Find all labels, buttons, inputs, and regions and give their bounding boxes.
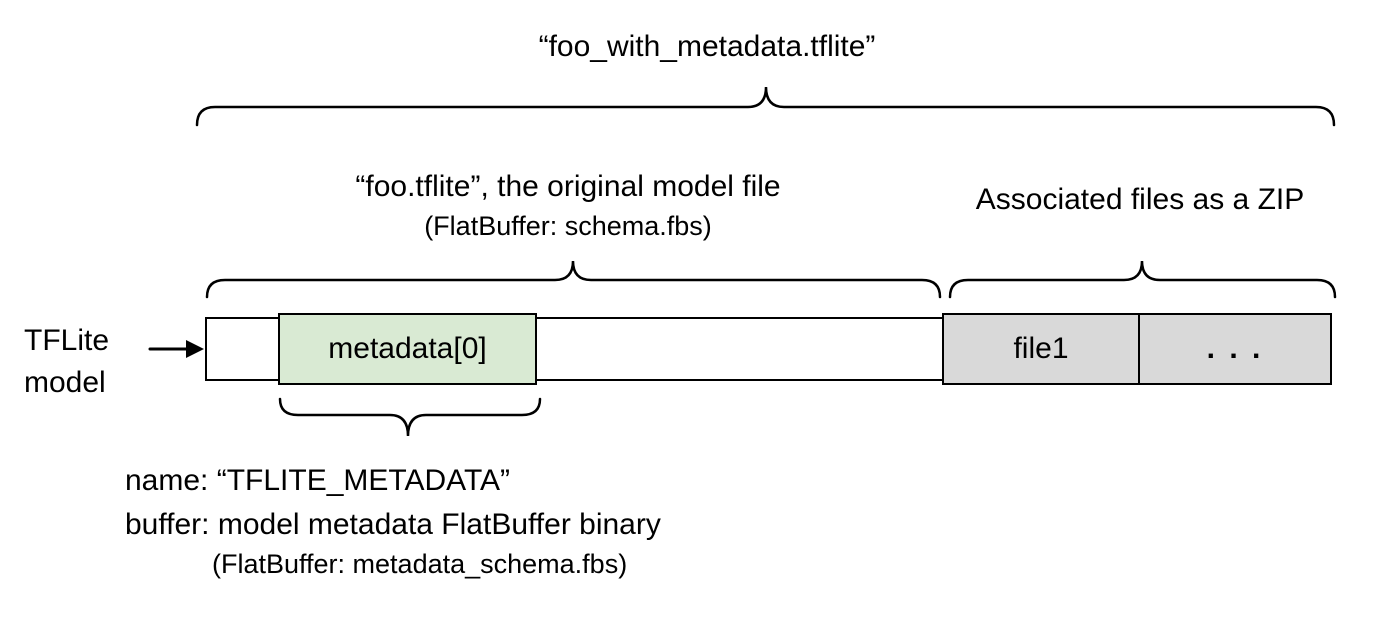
metadata-annotation-name: name: “TFLITE_METADATA” <box>125 464 511 497</box>
bar-segment-more-files: . . . <box>1138 315 1330 383</box>
tflite-model-label: TFLite model <box>24 320 109 404</box>
model-file-title: “foo.tflite”, the original model file <box>355 170 781 203</box>
arrow-right-icon <box>148 340 204 358</box>
metadata-annotation-buffer: buffer: model metadata FlatBuffer binary <box>125 508 661 541</box>
bar-segment-associated-files: file1 . . . <box>942 313 1332 385</box>
bar-segment-file1-label: file1 <box>1013 332 1069 365</box>
bar-segment-metadata: metadata[0] <box>278 313 537 385</box>
diagram-title: “foo_with_metadata.tflite” <box>538 30 876 63</box>
model-file-subtitle: (FlatBuffer: schema.fbs) <box>424 211 712 241</box>
tflite-model-label-line1: TFLite <box>24 324 110 357</box>
metadata-annotation-schema: (FlatBuffer: metadata_schema.fbs) <box>212 549 628 579</box>
brace-whole-file <box>195 86 1336 127</box>
brace-associated-files <box>948 260 1337 299</box>
bar-segment-metadata-label: metadata[0] <box>328 332 487 365</box>
brace-model-file <box>205 260 942 299</box>
tflite-model-label-line2: model <box>24 366 106 399</box>
bar-segment-more-files-label: . . . <box>1206 332 1264 365</box>
bar-segment-file1: file1 <box>944 315 1138 383</box>
brace-metadata-note <box>278 397 542 437</box>
associated-files-title: Associated files as a ZIP <box>975 183 1305 216</box>
